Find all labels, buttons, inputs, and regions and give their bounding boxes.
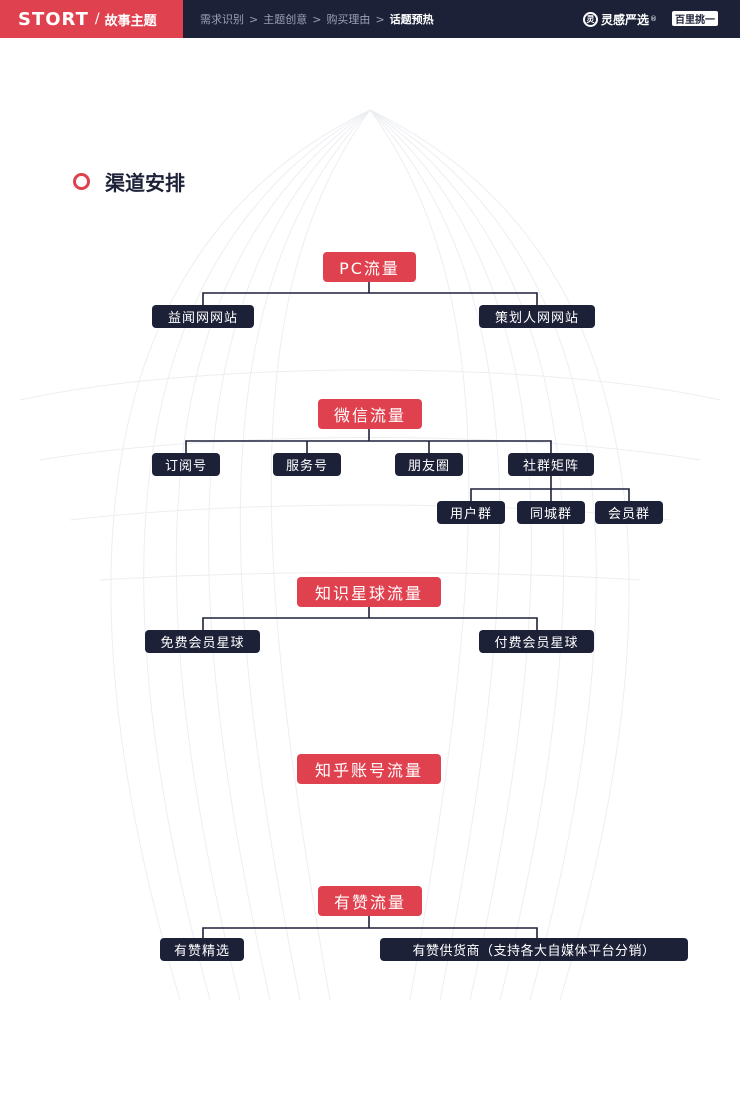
ring-icon: [73, 173, 90, 190]
youzan-supplier-node: 有赞供货商（支持各大自媒体平台分销）: [380, 938, 688, 961]
youzan-select-node: 有赞精选: [160, 938, 244, 961]
pc-traffic-node: PC流量: [323, 252, 416, 282]
paid-planet-node: 付费会员星球: [479, 630, 594, 653]
breadcrumb-item-reason[interactable]: 购买理由: [326, 13, 371, 26]
moments-node: 朋友圈: [395, 453, 463, 476]
breadcrumb-item-demand[interactable]: 需求识别: [200, 13, 244, 26]
section-title: 渠道安排: [105, 171, 185, 195]
planet-traffic-node: 知识星球流量: [297, 577, 441, 607]
brand-separator: /: [94, 11, 100, 27]
breadcrumb-separator: >: [375, 12, 385, 26]
community-matrix-node: 社群矩阵: [508, 453, 594, 476]
breadcrumb-separator: >: [312, 12, 322, 26]
service-account-node: 服务号: [273, 453, 341, 476]
breadcrumb: 需求识别 > 主题创意 > 购买理由 > 话题预热: [200, 0, 434, 38]
logo-text: 灵感严选: [601, 12, 650, 27]
youzan-traffic-node: 有赞流量: [318, 886, 422, 916]
logo: 灵 灵感严选 ®: [583, 9, 657, 29]
brand-block: STORT / 故事主题: [0, 0, 183, 38]
user-group-node: 用户群: [437, 501, 505, 524]
breadcrumb-item-theme[interactable]: 主题创意: [263, 13, 308, 26]
brand-name: STORT: [18, 8, 89, 30]
registered-mark: ®: [650, 15, 658, 23]
top-bar: STORT / 故事主题 需求识别 > 主题创意 > 购买理由 > 话题预热 灵…: [0, 0, 740, 38]
member-group-node: 会员群: [595, 501, 663, 524]
yiwen-website-node: 益闻网网站: [152, 305, 254, 328]
subscription-account-node: 订阅号: [152, 453, 220, 476]
city-group-node: 同城群: [517, 501, 585, 524]
section-heading: 渠道安排: [73, 167, 185, 196]
free-planet-node: 免费会员星球: [145, 630, 260, 653]
logo-icon: 灵: [583, 11, 598, 27]
breadcrumb-separator: >: [249, 12, 259, 26]
breadcrumb-item-warmup[interactable]: 话题预热: [389, 13, 434, 26]
background-pattern: [19, 109, 721, 1001]
badge: 百里挑一: [672, 11, 718, 26]
brand-subtitle: 故事主题: [104, 13, 157, 29]
wechat-traffic-node: 微信流量: [318, 399, 422, 429]
zhihu-traffic-node: 知乎账号流量: [297, 754, 441, 784]
planner-website-node: 策划人网网站: [479, 305, 595, 328]
